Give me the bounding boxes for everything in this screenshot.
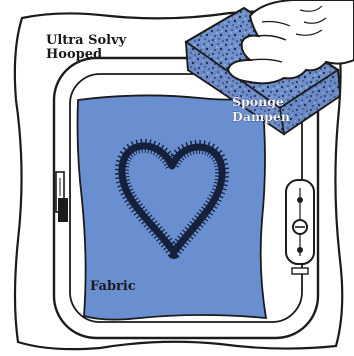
fabric-label: Fabric [90, 279, 136, 294]
stabilizer-label-line1: Ultra Solvy [46, 33, 127, 48]
sponge-label-line2: Dampen [232, 109, 290, 124]
stabilizer-label-line2: Hooped [46, 47, 102, 62]
sponge-label-line1: Sponge [232, 94, 284, 109]
hoop-clamp-icon [286, 180, 314, 274]
